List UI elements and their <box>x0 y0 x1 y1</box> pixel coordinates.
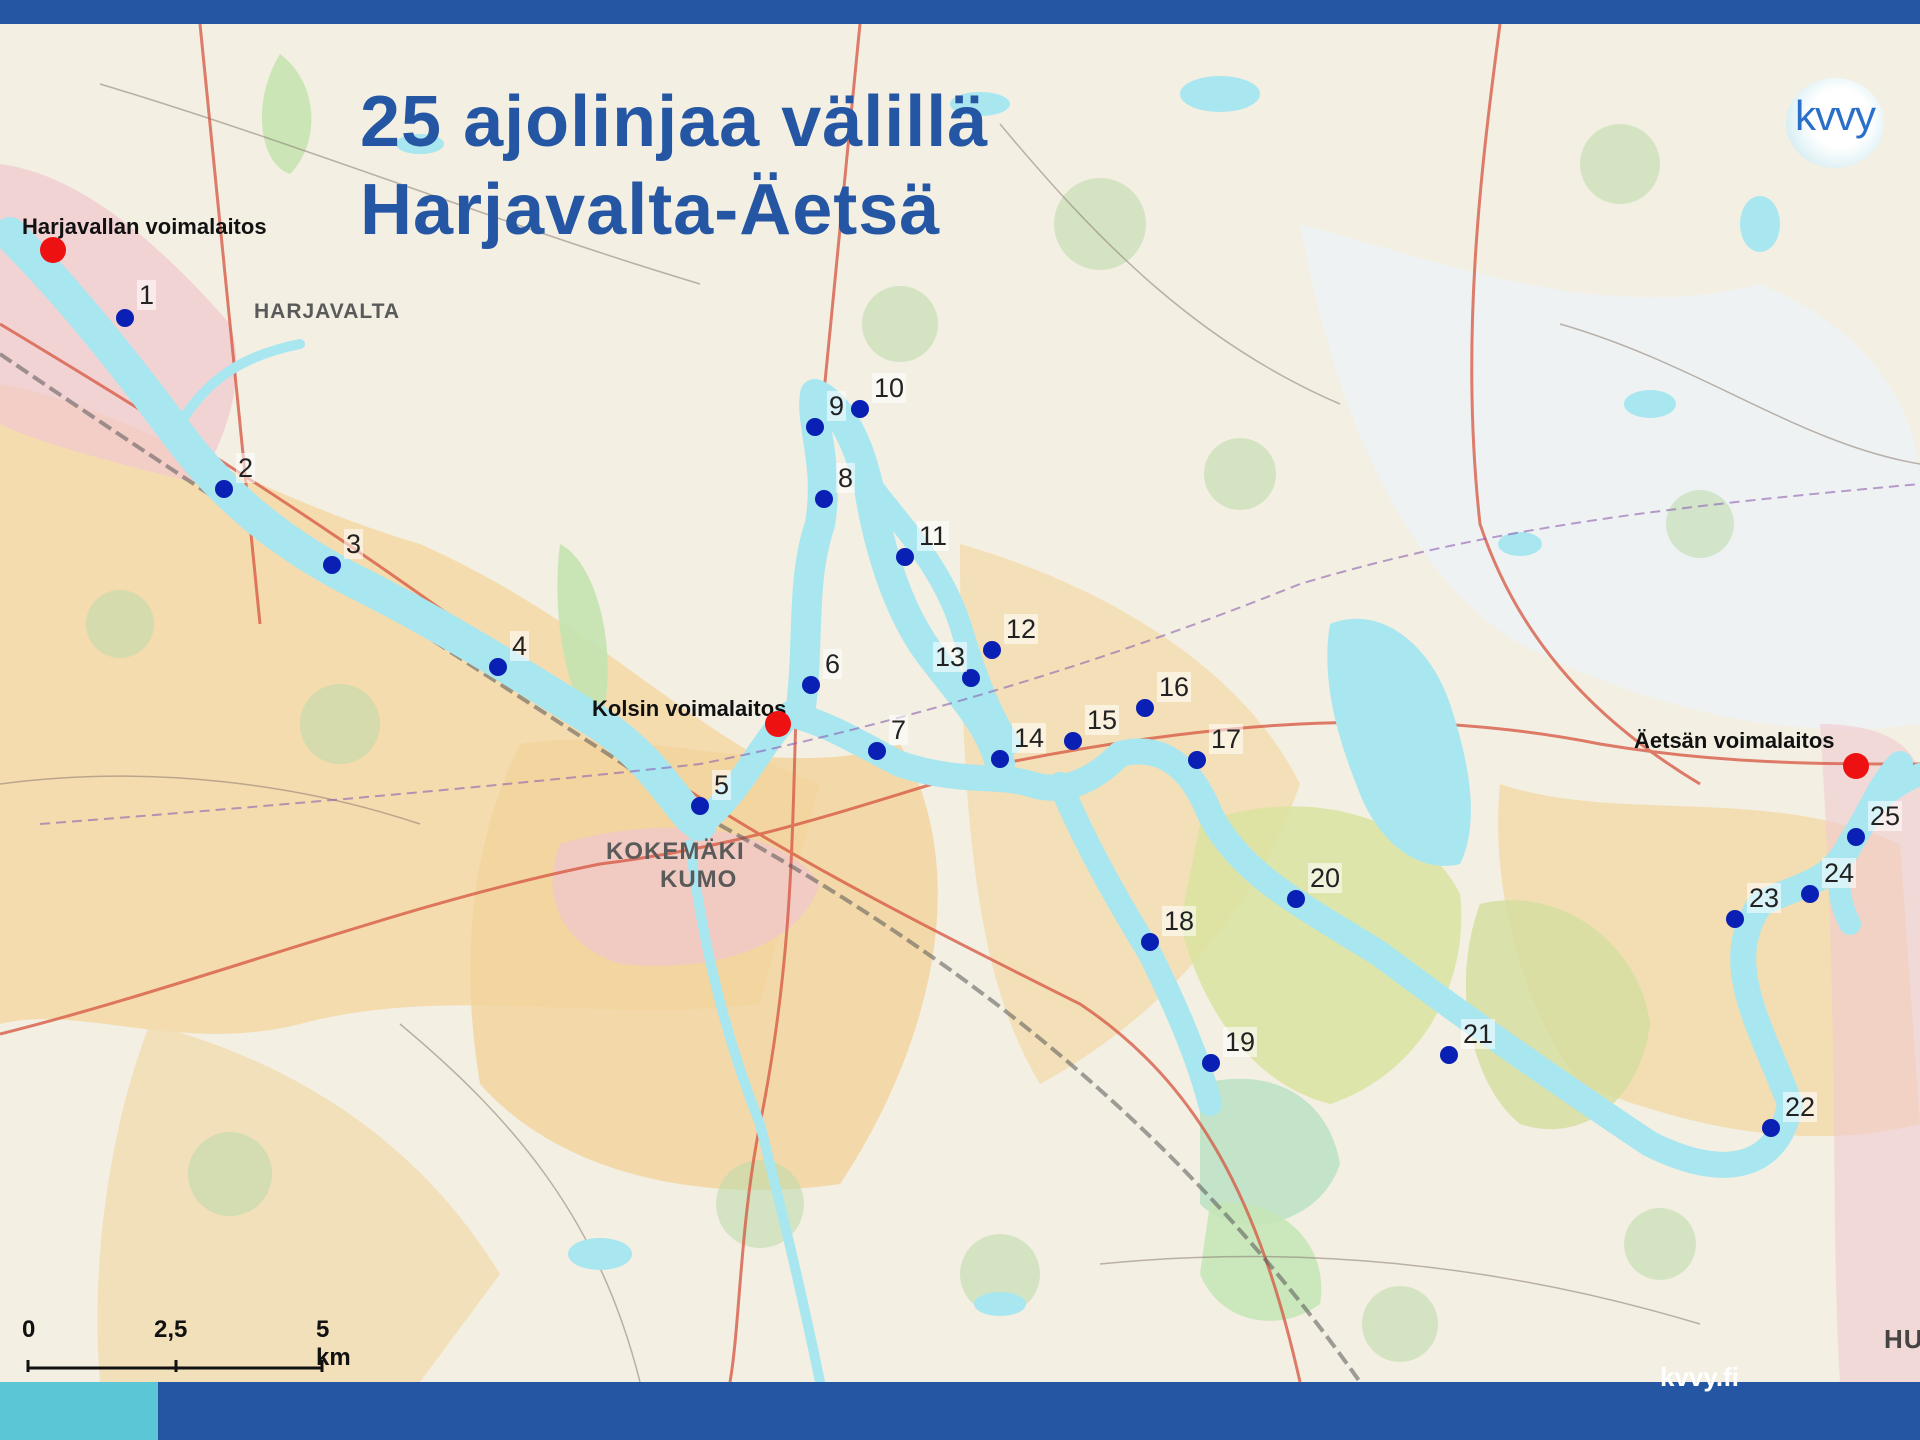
scale-label-start: 0 <box>22 1316 36 1343</box>
transect-point-label-4: 4 <box>510 631 530 661</box>
transect-point-24[interactable] <box>1801 885 1819 903</box>
transect-point-22[interactable] <box>1762 1119 1780 1137</box>
plant-label-aetsa: Äetsän voimalaitos <box>1634 728 1835 753</box>
transect-point-label-23: 23 <box>1747 883 1782 913</box>
scale-label-mid: 2,5 <box>154 1316 188 1343</box>
transect-point-5[interactable] <box>691 797 709 815</box>
transect-point-4[interactable] <box>489 658 507 676</box>
transect-point-label-22: 22 <box>1783 1092 1818 1122</box>
transect-point-label-18: 18 <box>1162 906 1197 936</box>
plant-marker-3[interactable] <box>1843 753 1869 779</box>
transect-point-2[interactable] <box>215 480 233 498</box>
transect-point-label-9: 9 <box>827 391 847 421</box>
transect-point-23[interactable] <box>1726 910 1744 928</box>
transect-point-20[interactable] <box>1287 890 1305 908</box>
kvvy-logo-text: kvvy <box>1795 92 1876 139</box>
transect-point-label-12: 12 <box>1004 614 1039 644</box>
transect-point-15[interactable] <box>1064 732 1082 750</box>
top-bar <box>0 0 1920 24</box>
plant-marker-1[interactable] <box>40 237 66 263</box>
transect-point-14[interactable] <box>991 750 1009 768</box>
transect-point-label-7: 7 <box>889 715 909 745</box>
transect-point-label-1: 1 <box>137 280 157 310</box>
scale-bar-line <box>26 1360 324 1372</box>
transect-point-17[interactable] <box>1188 751 1206 769</box>
kvvy-logo <box>1786 78 1884 168</box>
title-line-2: Harjavalta-Äetsä <box>360 170 941 250</box>
footer-url: kvvy.fi <box>1660 1362 1740 1392</box>
transect-point-label-13: 13 <box>933 642 968 672</box>
transect-point-label-10: 10 <box>872 373 907 403</box>
transect-point-label-6: 6 <box>823 649 843 679</box>
transect-point-3[interactable] <box>323 556 341 574</box>
transect-point-9[interactable] <box>806 418 824 436</box>
transect-point-label-11: 11 <box>917 521 950 551</box>
transect-point-label-14: 14 <box>1012 723 1047 753</box>
transect-point-21[interactable] <box>1440 1046 1458 1064</box>
transect-point-19[interactable] <box>1202 1054 1220 1072</box>
place-label-kumo: KUMO <box>660 866 738 893</box>
plant-marker-2[interactable] <box>765 711 791 737</box>
scale-bar: 0 2,5 5 km <box>22 1316 351 1378</box>
transect-point-12[interactable] <box>983 641 1001 659</box>
plant-label-harjavalta: Harjavallan voimalaitos <box>22 214 267 239</box>
transect-point-1[interactable] <box>116 309 134 327</box>
transect-point-label-17: 17 <box>1209 724 1244 754</box>
page-title: 25 ajolinjaa välillä Harjavalta-Äetsä <box>360 78 988 254</box>
transect-point-18[interactable] <box>1141 933 1159 951</box>
transect-point-label-19: 19 <box>1223 1027 1258 1057</box>
marker-layer <box>40 237 1869 1137</box>
transect-point-label-5: 5 <box>712 770 732 800</box>
transect-point-16[interactable] <box>1136 699 1154 717</box>
plant-label-kolsi: Kolsin voimalaitos <box>592 696 787 721</box>
transect-point-10[interactable] <box>851 400 869 418</box>
title-line-1: 25 ajolinjaa välillä <box>360 82 989 162</box>
transect-point-label-20: 20 <box>1308 863 1343 893</box>
bottom-bar <box>0 1382 1920 1440</box>
transect-point-label-25: 25 <box>1868 801 1903 831</box>
transect-point-label-8: 8 <box>836 463 856 493</box>
transect-point-label-24: 24 <box>1822 858 1857 888</box>
transect-point-25[interactable] <box>1847 828 1865 846</box>
transect-point-label-16: 16 <box>1157 672 1192 702</box>
transect-point-label-3: 3 <box>344 529 364 559</box>
bottom-accent-bar <box>0 1382 158 1440</box>
place-label-hu: HU <box>1884 1324 1920 1354</box>
transect-point-7[interactable] <box>868 742 886 760</box>
transect-point-label-21: 21 <box>1461 1019 1496 1049</box>
transect-point-label-15: 15 <box>1085 705 1120 735</box>
transect-point-label-2: 2 <box>236 453 256 483</box>
transect-point-6[interactable] <box>802 676 820 694</box>
map-area[interactable]: HARJAVALTA KOKEMÄKI KUMO HU Harjavallan … <box>0 24 1920 1382</box>
transect-point-8[interactable] <box>815 490 833 508</box>
place-label-harjavalta: HARJAVALTA <box>254 300 401 323</box>
transect-point-11[interactable] <box>896 548 914 566</box>
map-base-svg <box>0 24 1920 1382</box>
place-label-kokemaki: KOKEMÄKI <box>606 838 745 865</box>
transect-point-13[interactable] <box>962 669 980 687</box>
